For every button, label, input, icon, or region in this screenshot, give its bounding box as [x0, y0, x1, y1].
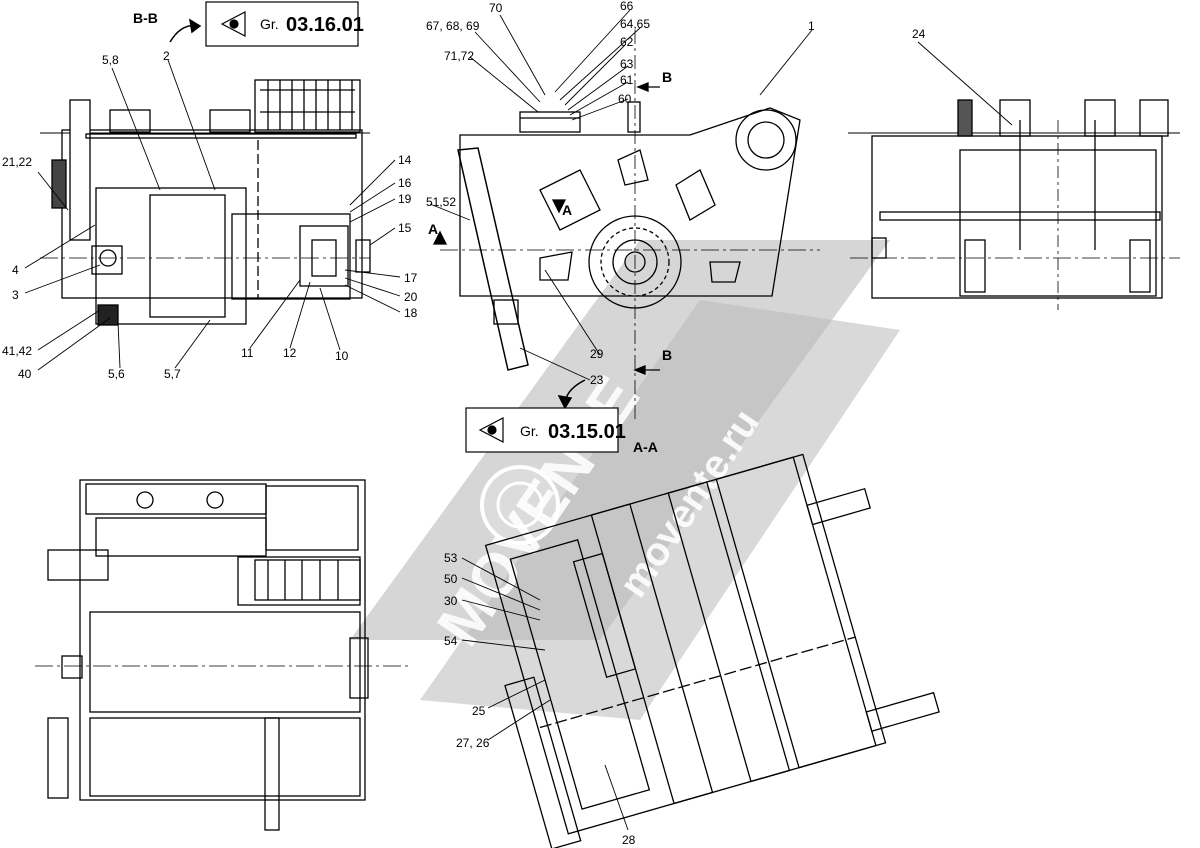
- callout: 5,6: [108, 367, 125, 381]
- watermark-logo-icon: [480, 465, 560, 545]
- callout: 60: [618, 92, 632, 106]
- callout: 25: [472, 704, 486, 718]
- top-cylinder-bank: [254, 79, 361, 133]
- view-aa-section: [484, 453, 940, 848]
- callout: 70: [489, 1, 503, 15]
- reference-arrows: [169, 18, 586, 410]
- section-a-mid: A: [562, 202, 572, 218]
- view-plan: [35, 479, 410, 831]
- callout: 54: [444, 634, 458, 648]
- section-a-left: A: [428, 221, 438, 237]
- callout: 62: [620, 35, 634, 49]
- leaders-view3: [917, 41, 1013, 126]
- callout: 24: [912, 27, 926, 41]
- reference-code: 03.15.01: [548, 421, 626, 443]
- section-markers-view2: [432, 82, 660, 375]
- callout: 67, 68, 69: [426, 19, 480, 33]
- callout: 11: [241, 346, 254, 360]
- reference-box-2[interactable]: Gr. 03.15.01: [465, 407, 626, 453]
- callout: 63: [620, 57, 634, 71]
- reference-box-1[interactable]: Gr. 03.16.01: [205, 1, 364, 47]
- view-rear: [848, 99, 1180, 310]
- callout: 50: [444, 572, 458, 586]
- leaders-view1: [24, 59, 401, 371]
- reference-prefix: Gr.: [260, 16, 279, 32]
- callout: 28: [622, 833, 636, 847]
- callout: 66: [620, 0, 634, 13]
- leaders-view2: [429, 9, 813, 381]
- callout: 5,8: [102, 53, 119, 67]
- callout: 16: [398, 176, 412, 190]
- callout: 27, 26: [456, 736, 490, 750]
- section-titles: B-B A-A B B A A: [133, 10, 672, 455]
- callout-labels: 5,8 2 21,22 14 16 19 15 4 3 17 20 18 41,…: [2, 0, 926, 847]
- callout: 4: [12, 263, 19, 277]
- section-b-top: B: [662, 69, 672, 85]
- callout: 17: [404, 271, 418, 285]
- callout: 40: [18, 367, 32, 381]
- callout: 10: [335, 349, 349, 363]
- callout: 64,65: [620, 17, 650, 31]
- section-bb-title: B-B: [133, 10, 158, 26]
- callout: 19: [398, 192, 412, 206]
- callout: 30: [444, 594, 458, 608]
- callout: 20: [404, 290, 418, 304]
- callout: 2: [163, 49, 170, 63]
- callout: 71,72: [444, 49, 474, 63]
- callout: 18: [404, 306, 418, 320]
- callout: 23: [590, 373, 604, 387]
- callout: 5,7: [164, 367, 181, 381]
- view-crusher-side: [440, 30, 820, 420]
- reference-prefix: Gr.: [520, 423, 539, 439]
- callout: 1: [808, 19, 815, 33]
- callout: 12: [283, 346, 297, 360]
- eye-icon: [220, 11, 246, 37]
- eye-icon: [478, 417, 504, 443]
- callout: 41,42: [2, 344, 32, 358]
- callout: 51,52: [426, 195, 456, 209]
- reference-code: 03.16.01: [286, 14, 364, 36]
- section-aa-title: A-A: [633, 439, 658, 455]
- callout: 29: [590, 347, 604, 361]
- callout: 21,22: [2, 155, 32, 169]
- callout: 53: [444, 551, 458, 565]
- callout: 14: [398, 153, 412, 167]
- callout: 15: [398, 221, 412, 235]
- section-b-bottom: B: [662, 347, 672, 363]
- view-bb-section: [40, 79, 371, 326]
- callout: 61: [620, 73, 634, 87]
- callout: 3: [12, 288, 19, 302]
- leaders-view5: [461, 557, 629, 831]
